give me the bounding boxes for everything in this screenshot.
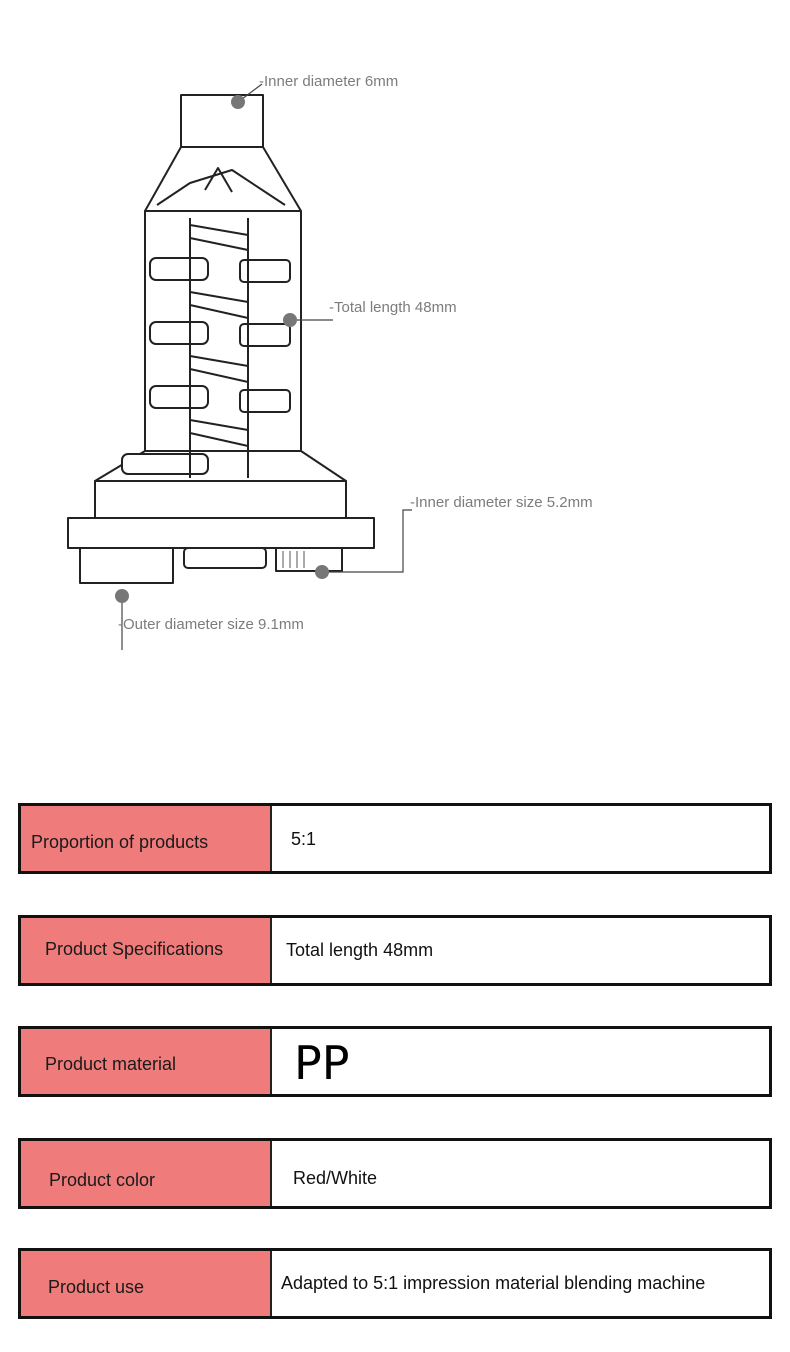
callout-inner-diameter-bottom: -Inner diameter size 5.2mm (410, 494, 593, 511)
mixing-tip-diagram (67, 83, 412, 650)
callout-dot (231, 95, 245, 109)
spec-row-material: Product material PP (18, 1026, 772, 1097)
spec-row-specifications: Product Specifications Total length 48mm (18, 915, 772, 986)
spec-label-cell: Product material (21, 1029, 272, 1094)
spec-value: PP (294, 1036, 350, 1090)
base-block (94, 480, 347, 519)
spec-label: Product Specifications (45, 939, 224, 959)
callout-dot (115, 589, 129, 603)
upper-taper (144, 146, 302, 212)
outlet-tube (180, 94, 264, 148)
callout-outer-diameter: -Outer diameter size 9.1mm (118, 616, 304, 633)
spec-value: Total length 48mm (286, 940, 434, 960)
spec-value-cell: Total length 48mm (272, 918, 769, 983)
spec-value-cell: 5:1 (272, 806, 769, 871)
spec-label-cell: Product use (21, 1251, 272, 1316)
spec-row-use: Product use Adapted to 5:1 impression ma… (18, 1248, 772, 1319)
spec-label: Product use (48, 1277, 145, 1297)
spec-value: Adapted to 5:1 impression material blend… (281, 1273, 706, 1293)
spec-value-cell: PP (272, 1029, 769, 1094)
spec-value: Red/White (293, 1168, 378, 1188)
callout-total-length: -Total length 48mm (329, 299, 457, 316)
spec-label: Product material (45, 1054, 177, 1074)
callout-dot (315, 565, 329, 579)
spec-row-proportion: Proportion of products 5:1 (18, 803, 772, 874)
spec-label: Proportion of products (31, 832, 209, 852)
flange (67, 517, 375, 549)
spec-label-cell: Product Specifications (21, 918, 272, 983)
spec-label-cell: Proportion of products (21, 806, 272, 871)
connector-ribs (282, 551, 305, 568)
callout-dots (115, 95, 329, 603)
mixing-elements (121, 167, 291, 478)
bottom-connector-right (275, 547, 343, 572)
spec-value: 5:1 (291, 829, 317, 849)
spec-label-cell: Product color (21, 1141, 272, 1206)
spec-value-cell: Red/White (272, 1141, 769, 1206)
callout-dot (283, 313, 297, 327)
bottom-connector-left (79, 547, 174, 584)
spec-label: Product color (49, 1170, 156, 1190)
spec-row-color: Product color Red/White (18, 1138, 772, 1209)
callout-inner-diameter-top: -Inner diameter 6mm (259, 73, 399, 90)
bottom-connector-center (183, 547, 267, 569)
spec-value-cell: Adapted to 5:1 impression material blend… (272, 1251, 769, 1316)
